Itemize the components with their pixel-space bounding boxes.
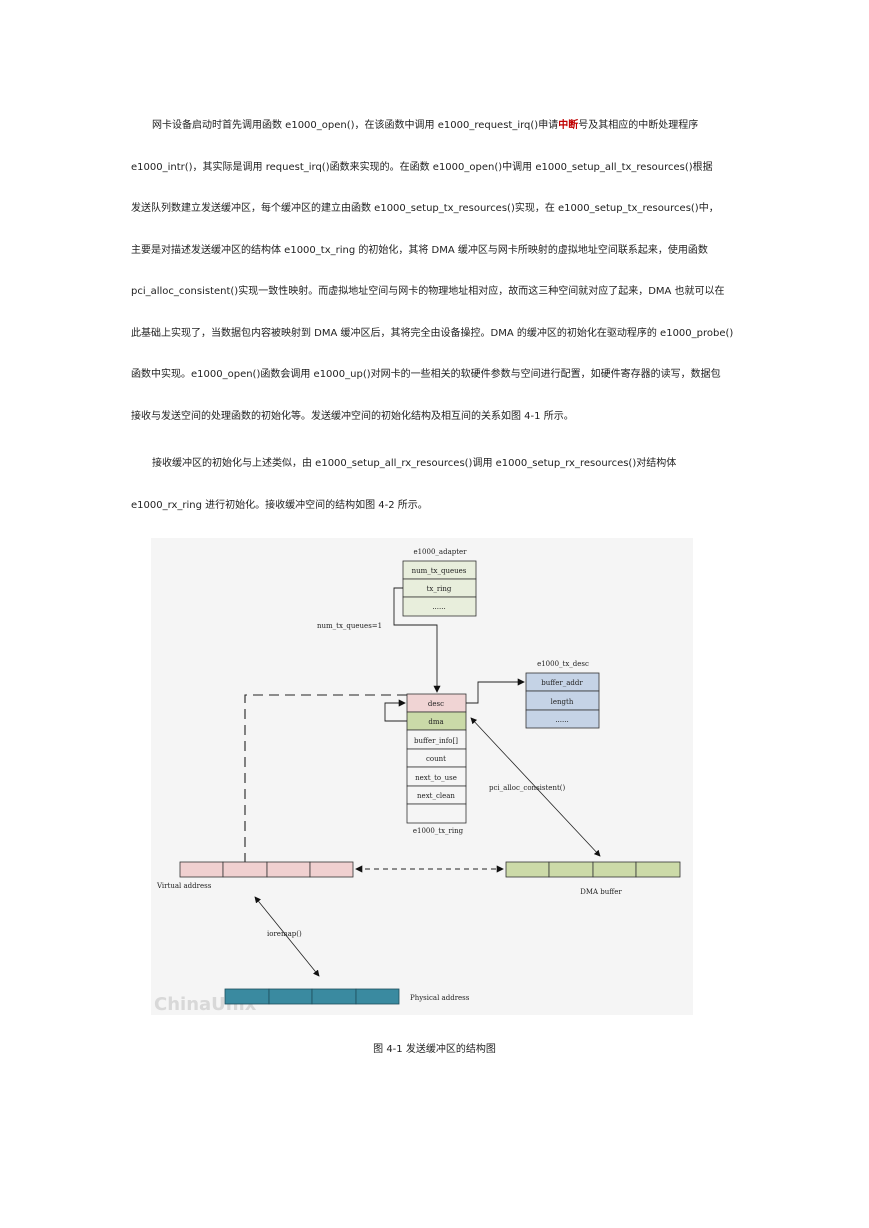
dma-segment-1 — [548, 861, 594, 878]
diagram-svg: e1000_adapter num_tx_queues tx_ring ....… — [154, 548, 681, 1015]
tx-ring-struct: desc dma buffer_info[] count next_to_use… — [406, 693, 467, 824]
p1-line-1-after: 号及其相应的中断处理程序 — [578, 120, 699, 131]
physical-label: Physical address — [410, 994, 470, 1002]
adapter-title: e1000_adapter — [413, 548, 467, 556]
p2-line-2: e1000_rx_ring 进行初始化。接收缓冲空间的结构如图 4-2 所示。 — [131, 499, 428, 511]
adapter-field-box-2 — [402, 596, 477, 617]
virtual-segment-2 — [266, 861, 311, 878]
ring-field-5: next_clean — [417, 792, 455, 800]
figure-caption: 图 4-1 发送缓冲区的结构图 — [373, 1044, 496, 1055]
ring-field-4: next_to_use — [415, 774, 457, 782]
desc-to-virtual-dashed — [244, 694, 407, 862]
virtual-label: Virtual address — [156, 882, 212, 890]
virtual-segment-0 — [179, 861, 224, 878]
dma-label: DMA buffer — [580, 888, 622, 896]
p1-line-1-before: 网卡设备启动时首先调用函数 e1000_open()，在该函数中调用 e1000… — [152, 120, 559, 131]
dma-to-desc-arrow — [384, 699, 407, 722]
tx-desc-struct: buffer_addr length ...... — [525, 672, 600, 729]
pci-alloc-arrow — [470, 717, 601, 857]
physical-segment-2 — [311, 988, 357, 1005]
ioremap-label: ioremap() — [267, 930, 302, 938]
p1-line-6: 此基础上实现了，当数据包内容被映射到 DMA 缓冲区后，其将完全由设备操控。DM… — [131, 327, 734, 339]
p1-line-5: pci_alloc_consistent()实现一致性映射。而虚拟地址空间与网卡… — [131, 286, 725, 297]
physical-address-bar — [224, 988, 400, 1005]
desc-title: e1000_tx_desc — [537, 660, 589, 668]
paragraph-2: 接收缓冲区的初始化与上述类似，由 e1000_setup_all_rx_reso… — [131, 443, 741, 526]
desc-field-1: length — [551, 698, 574, 706]
dma-segment-2 — [592, 861, 637, 878]
p1-line-3: 发送队列数建立发送缓冲区，每个缓冲区的建立由函数 e1000_setup_tx_… — [131, 203, 719, 214]
ring-field-0: desc — [428, 700, 444, 708]
physical-segment-1 — [268, 988, 313, 1005]
p2-line-1: 接收缓冲区的初始化与上述类似，由 e1000_setup_all_rx_reso… — [152, 458, 677, 469]
desc-field-2: ...... — [555, 716, 568, 724]
dma-segment-3 — [635, 861, 681, 878]
tx-buffer-structure-diagram: e1000_adapter num_tx_queues tx_ring ....… — [151, 538, 693, 1015]
ring-field-1: dma — [428, 718, 443, 726]
pci-label: pci_alloc_consistent() — [489, 784, 566, 792]
ring-field-3: count — [426, 755, 446, 763]
dma-buffer-bar — [505, 861, 681, 878]
tx-ring-pointer — [393, 587, 441, 693]
adapter-field-0: num_tx_queues — [412, 567, 467, 575]
p1-line-8: 接收与发送空间的处理函数的初始化等。发送缓冲空间的初始化结构及相互间的关系如图 … — [131, 410, 574, 422]
virtual-segment-3 — [309, 861, 354, 878]
ring-field-2: buffer_info[] — [414, 737, 458, 745]
virtual-address-bar — [179, 861, 354, 878]
adapter-field-1: tx_ring — [427, 585, 452, 593]
ring-title: e1000_tx_ring — [413, 827, 464, 835]
paragraph-1: 网卡设备启动时首先调用函数 e1000_open()，在该函数中调用 e1000… — [131, 105, 741, 437]
adapter-field-2: ...... — [432, 603, 445, 611]
dma-segment-0 — [505, 861, 550, 878]
p1-line-2: e1000_intr()，其实际是调用 request_irq()函数来实现的。… — [131, 161, 713, 173]
adapter-struct: num_tx_queues tx_ring ...... — [402, 560, 477, 617]
ioremap-arrow — [254, 896, 320, 977]
virtual-segment-1 — [222, 861, 268, 878]
p1-line-4: 主要是对描述发送缓冲区的结构体 e1000_tx_ring 的初始化，其将 DM… — [131, 244, 708, 256]
desc-to-txdesc-arrow — [466, 678, 525, 704]
highlight-interrupt: 中断 — [558, 120, 579, 131]
ring-field-box-6 — [406, 803, 467, 824]
p1-line-7: 函数中实现。e1000_open()函数会调用 e1000_up()对网卡的一些… — [131, 369, 721, 380]
p1-line-1: 网卡设备启动时首先调用函数 e1000_open()，在该函数中调用 e1000… — [131, 105, 741, 147]
desc-field-0: buffer_addr — [541, 679, 583, 687]
physical-segment-0 — [224, 988, 270, 1005]
queues-label: num_tx_queues=1 — [317, 622, 382, 630]
physical-segment-3 — [355, 988, 400, 1005]
